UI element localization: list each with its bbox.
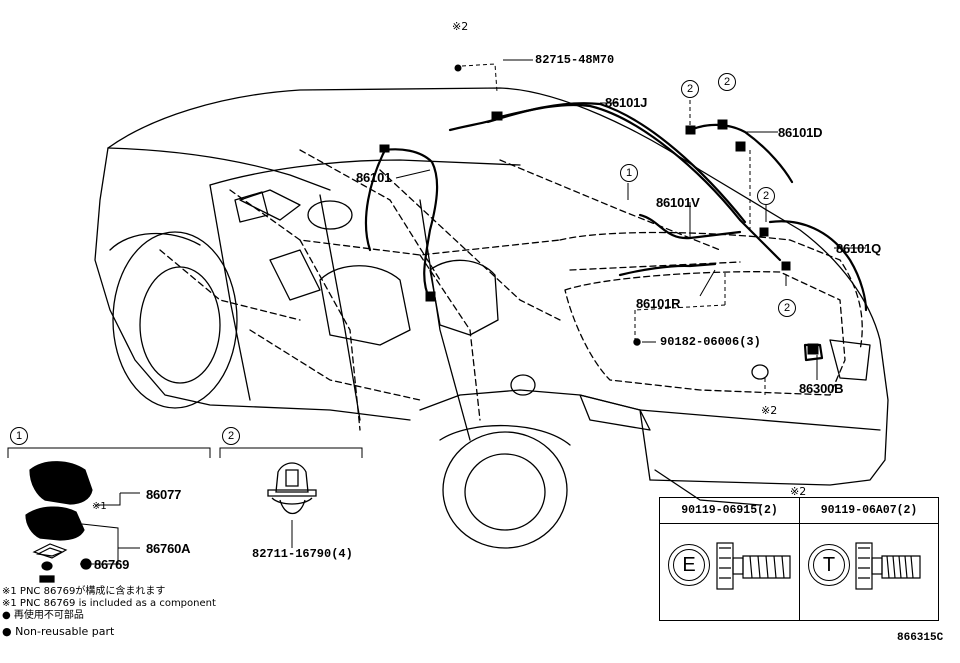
detail-2-header: 2	[222, 427, 240, 445]
callout-2-clip-c: 2	[757, 187, 775, 205]
bolt-code-t: T	[813, 549, 845, 581]
part-label-86300B[interactable]: 86300B	[799, 381, 844, 396]
bolt-table-star2: ※2	[790, 485, 807, 498]
star1-marker: ※1	[92, 501, 107, 512]
part-label-86101[interactable]: 86101	[356, 170, 392, 185]
part-label-90182-06006[interactable]: 90182-06006(3)	[660, 335, 761, 349]
star2-marker-rear: ※2	[761, 404, 778, 417]
bolt-col-90119-06A07[interactable]: 90119-06A07(2)	[820, 504, 918, 517]
bolt-code-e-ring	[668, 544, 710, 586]
bolt-table: 90119-06915(2) 90119-06A07(2) E T	[659, 497, 939, 621]
figure-id: 866315C	[897, 632, 944, 644]
harness-86101	[383, 148, 439, 302]
bolt-table-divider-v	[799, 498, 800, 620]
callout-1-harness: 1	[620, 164, 638, 182]
star2-marker-top: ※2	[452, 20, 469, 33]
part-label-86760A[interactable]: 86760A	[146, 541, 191, 556]
part-label-86101J[interactable]: 86101J	[605, 95, 648, 110]
callout-2-clip-b: 2	[718, 73, 736, 91]
note-1-english: ※1 PNC 86769 is included as a component	[2, 598, 216, 609]
bolt-code-e: E	[673, 549, 705, 581]
part-label-86077[interactable]: 86077	[146, 487, 182, 502]
harness-86101V	[638, 213, 742, 240]
bolt-code-t-ring	[808, 544, 850, 586]
detail-1-header: 1	[10, 427, 28, 445]
part-label-82715-48M70[interactable]: 82715-48M70	[535, 53, 615, 67]
part-label-86101V[interactable]: 86101V	[656, 195, 700, 210]
note-2-japanese: ● 再使用不可部品	[2, 610, 84, 621]
part-label-82711-16790[interactable]: 82711-16790(4)	[252, 547, 353, 561]
callout-2-clip-d: 2	[778, 299, 796, 317]
bolt-col-90119-06915[interactable]: 90119-06915(2)	[681, 504, 778, 517]
note-1-japanese: ※1 PNC 86769が構成に含まれます	[2, 586, 166, 597]
harness-86101R	[618, 262, 717, 277]
callout-2-clip-a: 2	[681, 80, 699, 98]
part-label-86769[interactable]: 86769	[94, 557, 130, 572]
note-2-english: ● Non-reusable part	[2, 625, 115, 638]
part-label-86101R[interactable]: 86101R	[636, 296, 681, 311]
part-label-86101Q[interactable]: 86101Q	[836, 241, 882, 256]
harness-86101Q	[768, 220, 868, 312]
part-label-86101D[interactable]: 86101D	[778, 125, 823, 140]
